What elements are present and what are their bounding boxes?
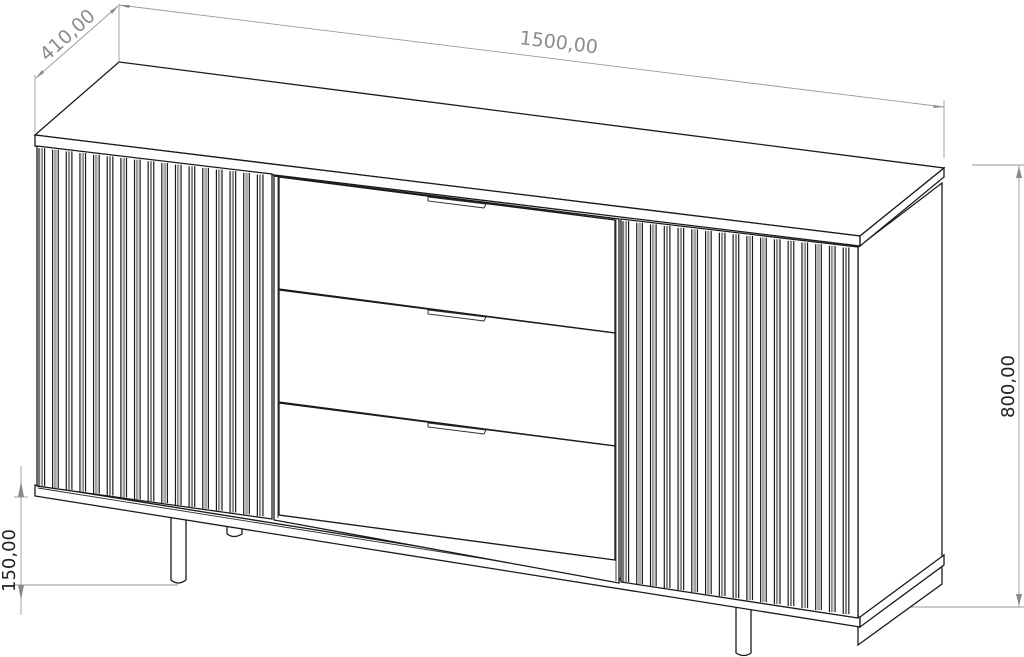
dimension-leg-height: 150,00 [0, 466, 178, 615]
leg-back-left [226, 521, 243, 538]
drawer-1-handle [427, 196, 487, 209]
bottom-side-edge [859, 553, 945, 629]
sideboard-body [33, 61, 946, 647]
leg-front-left [170, 514, 187, 584]
dimension-height: 800,00 [868, 164, 1024, 608]
drawer-2-handle [427, 309, 487, 322]
drawer-3[interactable] [278, 402, 616, 561]
drawers [273, 175, 620, 584]
top-side-edge [859, 166, 945, 248]
leg-height-label: 150,00 [0, 529, 20, 592]
right-door-slats [622, 221, 850, 615]
height-label: 800,00 [998, 355, 1019, 418]
left-door [36, 145, 273, 520]
right-door [620, 218, 859, 619]
depth-label: 410,00 [36, 5, 100, 66]
left-door-slats [38, 148, 264, 517]
width-label: 1500,00 [518, 27, 599, 58]
leg-front-right [735, 586, 752, 657]
drawer-3-handle [427, 422, 487, 435]
